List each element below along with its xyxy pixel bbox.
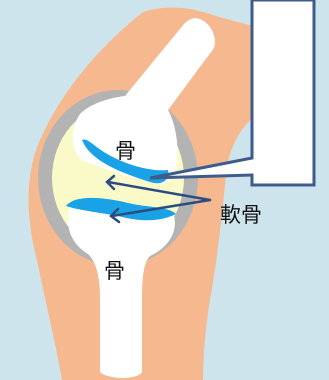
upper-bone-label: 骨 bbox=[115, 139, 136, 163]
lower-bone-label: 骨 bbox=[104, 259, 125, 283]
cartilage-label: 軟骨 bbox=[220, 203, 262, 227]
